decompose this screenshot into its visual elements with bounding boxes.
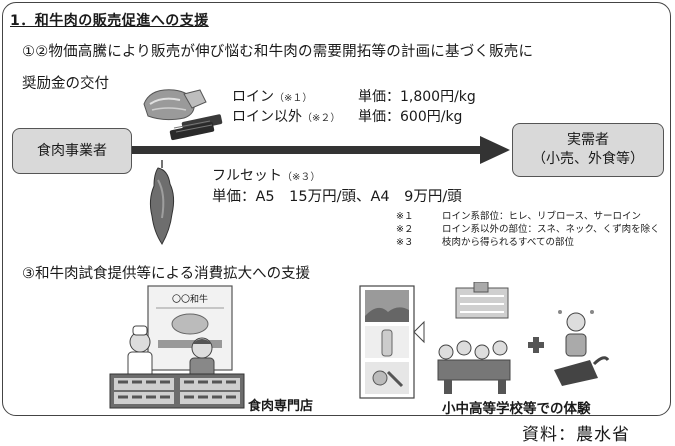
source-note: 資料：農水省: [522, 425, 630, 445]
section3-line: ③和牛肉試食提供等による消費拡大への支援: [22, 266, 311, 282]
non-loin-label: ロイン以外（※２）: [232, 109, 341, 125]
end-user-label: 実需者: [567, 132, 609, 149]
section-title: 1．和牛肉の販売促進への支援: [10, 13, 209, 29]
school-experience-illustration: [359, 282, 610, 399]
section1-line1: ①②物価高騰により販売が伸び悩む和牛肉の需要開拓等の計画に基づく販売に: [22, 44, 534, 60]
content-panel: [2, 2, 671, 416]
loin-meat-illustration: [143, 89, 223, 141]
end-user-sublabel: （小売、外食等）: [532, 151, 644, 167]
full-set-label: フルセット（※３）: [212, 168, 321, 184]
flow-arrow-shaft: [132, 146, 482, 154]
shop-sign-text: 〇〇和牛: [172, 293, 208, 305]
loin-label: ロイン（※１）: [232, 89, 313, 105]
meat-shop-illustration: 〇〇和牛: [109, 285, 245, 409]
meat-business-box: 食肉事業者: [12, 128, 132, 174]
full-set-carcass-illustration: [149, 160, 175, 245]
flow-arrow-head: [480, 136, 510, 164]
full-set-price: 単価：A5 15万円/頭、A4 9万円/頭: [212, 189, 462, 205]
meat-shop-caption: 食肉専門店: [248, 399, 314, 414]
end-user-box: 実需者 （小売、外食等）: [512, 123, 664, 177]
loin-price: 単価：1,800円/kg: [358, 89, 476, 105]
non-loin-price: 単価：600円/kg: [358, 109, 463, 125]
section1-line2: 奨励金の交付: [22, 76, 109, 92]
meat-business-label: 食肉事業者: [37, 142, 107, 159]
school-experience-caption: 小中高等学校等での体験: [442, 401, 591, 417]
